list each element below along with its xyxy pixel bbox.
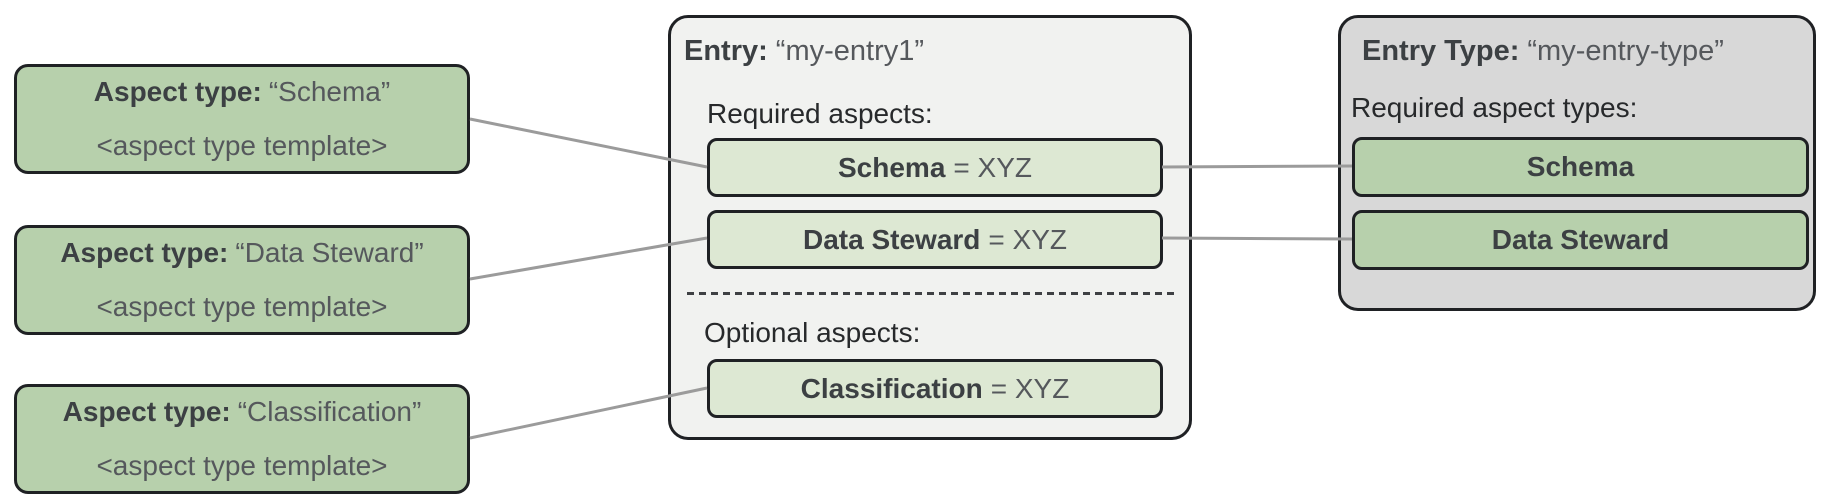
aspect-type-box-schema: Schema: [1352, 137, 1809, 197]
aspect-type-title: Aspect type:“Schema”: [94, 76, 390, 108]
entry-type-card: Entry Type:“my-entry-type” Required aspe…: [1338, 15, 1816, 311]
aspect-box-classification: Classification= XYZ: [707, 359, 1163, 418]
aspect-type-name: “Schema”: [268, 76, 391, 107]
entry-title: Entry:“my-entry1”: [684, 35, 924, 68]
aspect-box-data-steward: Data Steward= XYZ: [707, 210, 1163, 269]
aspect-box-schema: Schema= XYZ: [707, 138, 1163, 197]
aspect-name: Classification: [800, 372, 983, 404]
aspect-type-label: Aspect type:: [62, 396, 231, 427]
aspect-value: = XYZ: [953, 151, 1032, 183]
aspect-type-title: Aspect type:“Classification”: [63, 396, 422, 428]
aspect-value: = XYZ: [990, 372, 1070, 404]
aspect-type-template: <aspect type template>: [96, 450, 388, 481]
aspect-type-card-data-steward: Aspect type:“Data Steward” <aspect type …: [14, 225, 470, 335]
required-aspect-types-heading: Required aspect types:: [1351, 92, 1638, 123]
required-aspects-heading: Required aspects:: [707, 98, 933, 129]
aspect-type-template: <aspect type template>: [96, 130, 388, 161]
aspect-type-template: <aspect type template>: [96, 291, 388, 322]
entry-title-label: Entry:: [684, 35, 768, 67]
entry-card: Entry:“my-entry1” Required aspects: Sche…: [668, 15, 1192, 440]
aspect-type-name: “Data Steward”: [235, 237, 424, 268]
aspect-type-title: Aspect type:“Data Steward”: [60, 237, 423, 269]
aspect-type-label: Aspect type:: [60, 237, 229, 268]
aspect-type-name: “Classification”: [237, 396, 422, 427]
required-optional-divider: [687, 292, 1177, 295]
entry-type-title-label: Entry Type:: [1362, 35, 1520, 67]
aspect-type-box-data-steward: Data Steward: [1352, 210, 1809, 270]
entry-title-value: “my-entry1”: [775, 35, 925, 67]
optional-aspects-heading: Optional aspects:: [704, 317, 921, 348]
aspect-type-card-classification: Aspect type:“Classification” <aspect typ…: [14, 384, 470, 494]
entry-type-title-value: “my-entry-type”: [1527, 35, 1724, 67]
aspect-name: Schema: [838, 151, 946, 183]
aspect-type-card-schema: Aspect type:“Schema” <aspect type templa…: [14, 64, 470, 174]
aspect-value: = XYZ: [988, 223, 1067, 255]
entry-type-title: Entry Type:“my-entry-type”: [1362, 35, 1724, 68]
aspect-name: Data Steward: [803, 223, 981, 255]
aspect-type-label: Aspect type:: [93, 76, 262, 107]
